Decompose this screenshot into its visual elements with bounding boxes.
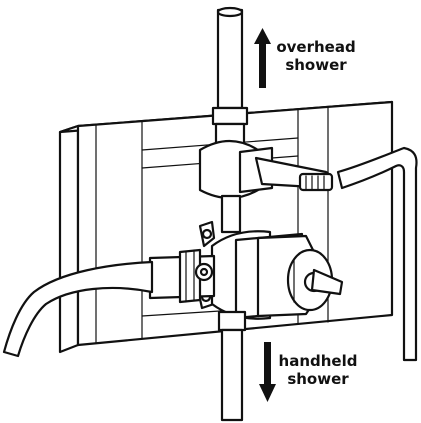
middle-pipe [220, 194, 242, 234]
left-supply-hose [2, 260, 154, 358]
diverter-upper [198, 140, 334, 200]
mixing-valve [210, 230, 344, 320]
right-supply-hose [336, 146, 418, 362]
arrow-up-icon [254, 28, 271, 88]
arrow-down-icon [259, 342, 276, 402]
overhead-pipe [211, 6, 249, 148]
overhead-shower-label: overhead shower [268, 38, 364, 74]
handheld-label-line2: shower [287, 370, 349, 388]
handheld-pipe [217, 310, 247, 422]
handheld-label-line1: handheld [278, 352, 358, 370]
handheld-shower-label: handheld shower [270, 352, 366, 388]
overhead-label-line1: overhead [276, 38, 356, 56]
overhead-label-line2: shower [285, 56, 347, 74]
left-inlet-fittings [148, 248, 216, 304]
